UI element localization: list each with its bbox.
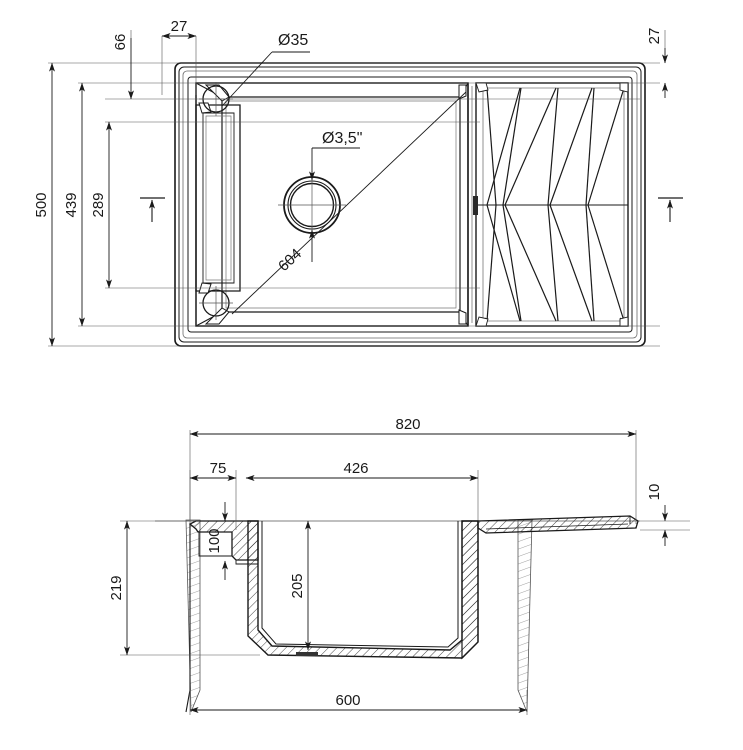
dim-75: 75 <box>189 460 237 481</box>
bowl-drainboard-divider <box>467 83 473 326</box>
dim-27-right-label: 27 <box>646 28 663 45</box>
dim-100: 100 <box>206 502 228 580</box>
dim-600: 600 <box>189 692 528 713</box>
dim-600-label: 600 <box>335 692 360 709</box>
dim-500: 500 <box>33 62 55 347</box>
dim-10-label: 10 <box>646 484 663 501</box>
top-view-group: 500 439 289 66 27 27 <box>33 18 683 347</box>
sink-bowl <box>195 82 469 327</box>
dim-27-right: 27 <box>646 28 668 98</box>
dim-289: 289 <box>90 121 112 289</box>
dim-289-label: 289 <box>90 192 107 217</box>
dim-219: 219 <box>108 520 130 656</box>
dim-205-label: 205 <box>289 573 306 598</box>
dim-drain-dia: Ø3,5" <box>309 130 362 262</box>
dim-tap-hole-dia: Ø35 <box>221 32 310 107</box>
dim-439: 439 <box>63 82 85 327</box>
section-view-group: 820 75 426 600 219 100 <box>108 416 690 715</box>
dim-604-label: 604 <box>275 245 305 275</box>
dim-426-label: 426 <box>343 460 368 477</box>
drainboard-grooves-upper <box>486 87 625 206</box>
sink-deck <box>187 76 633 333</box>
dim-426: 426 <box>245 460 479 481</box>
drainboard <box>473 82 629 327</box>
dim-100-label: 100 <box>206 528 223 553</box>
sink-section-body <box>155 515 640 660</box>
bowl-side-ledge <box>195 102 241 294</box>
dim-820: 820 <box>189 416 637 437</box>
dim-66: 66 <box>112 30 134 100</box>
dim-604-diagonal: 604 <box>231 91 467 315</box>
dim-75-label: 75 <box>210 460 227 477</box>
tap-hole-lower <box>199 286 233 320</box>
top-view-extension-lines <box>48 62 660 347</box>
dim-drain-dia-label: Ø3,5" <box>322 130 362 147</box>
dim-219-label: 219 <box>108 575 125 600</box>
dim-27-left-label: 27 <box>171 18 188 35</box>
centre-marker-right <box>658 197 683 222</box>
dim-820-label: 820 <box>395 416 420 433</box>
drain-hole <box>278 171 346 239</box>
dim-10: 10 <box>640 484 690 546</box>
dim-27-left: 27 <box>161 18 197 95</box>
dim-500-label: 500 <box>33 192 50 217</box>
centre-marker-left <box>140 197 165 222</box>
dim-205: 205 <box>289 520 311 651</box>
dim-66-label: 66 <box>112 34 129 51</box>
dim-tap-hole-dia-label: Ø35 <box>278 32 308 49</box>
dim-439-label: 439 <box>63 192 80 217</box>
drainboard-grooves-lower <box>486 204 625 322</box>
